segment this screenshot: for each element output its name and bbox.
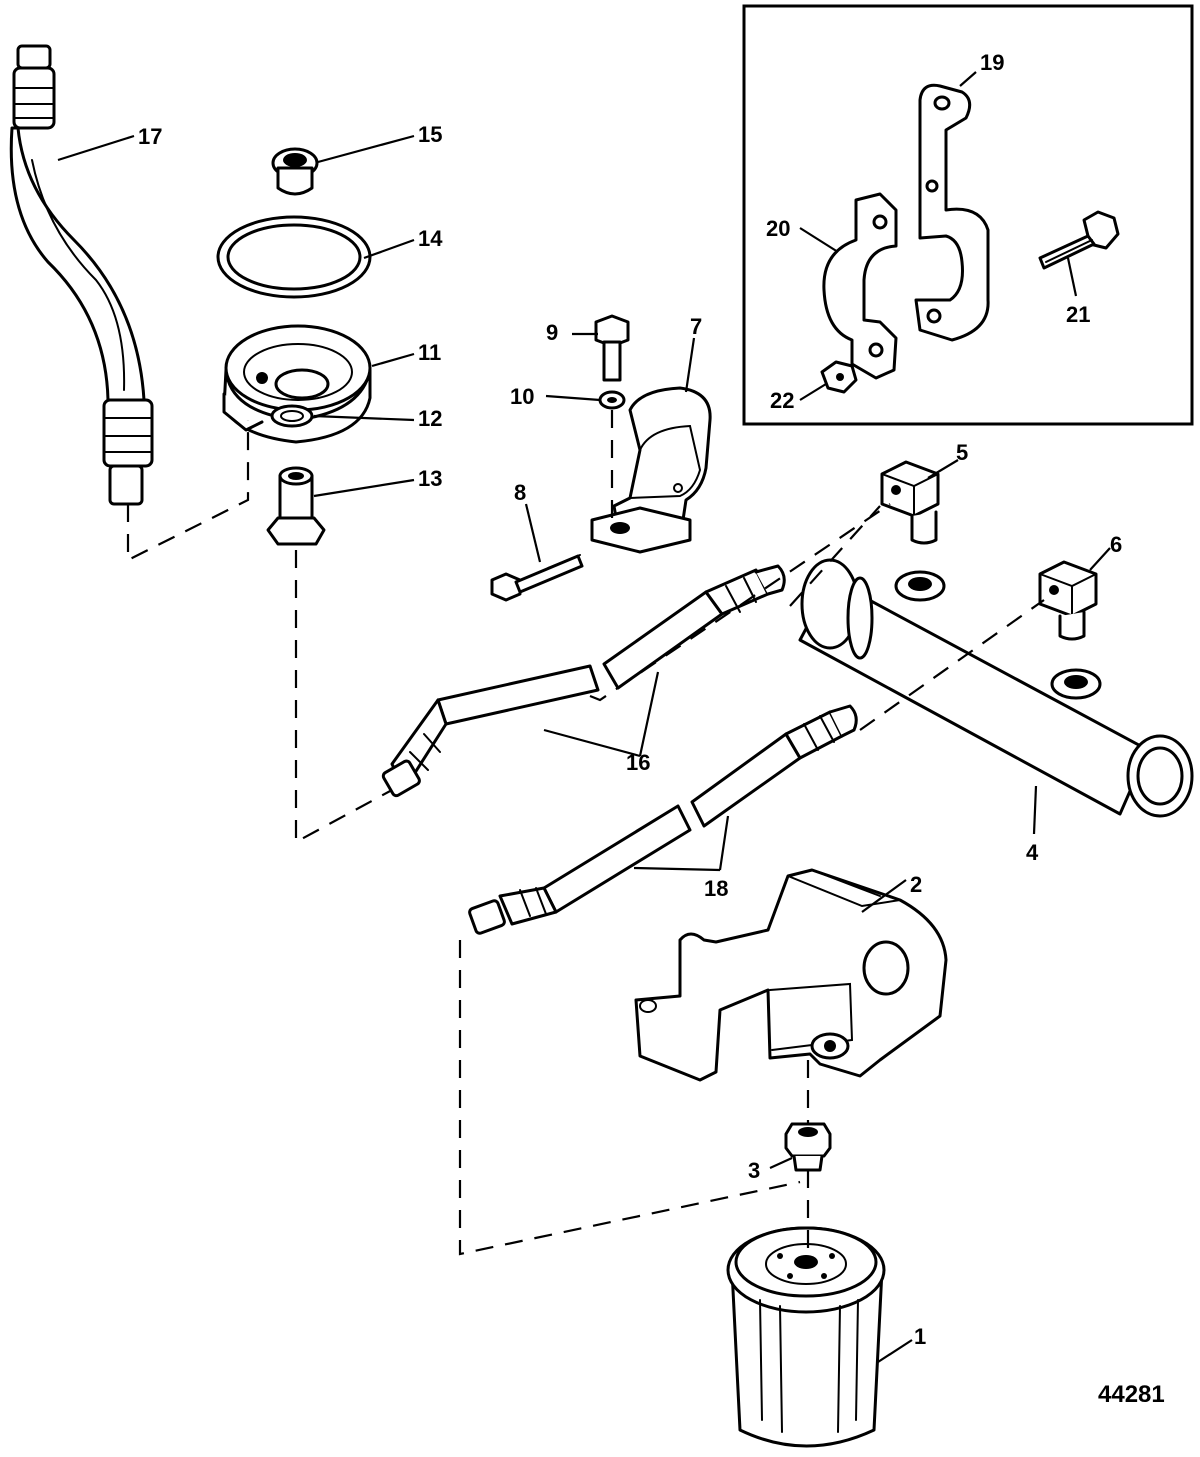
callout-7: 7 bbox=[690, 314, 702, 339]
callout-1: 1 bbox=[914, 1324, 926, 1349]
callout-8: 8 bbox=[514, 480, 526, 505]
callout-22: 22 bbox=[770, 388, 794, 413]
callout-9: 9 bbox=[546, 320, 558, 345]
callout-20: 20 bbox=[766, 216, 790, 241]
part-19-bracket-strap bbox=[914, 83, 990, 342]
callout-2: 2 bbox=[910, 872, 922, 897]
callout-21: 21 bbox=[1066, 302, 1090, 327]
callout-4: 4 bbox=[1026, 840, 1039, 865]
callout-14: 14 bbox=[418, 226, 443, 251]
part-13-adapter-fitting bbox=[266, 466, 326, 546]
part-5-elbow-fitting bbox=[880, 460, 940, 545]
part-12-washer bbox=[270, 404, 314, 428]
part-9-bolt bbox=[594, 314, 630, 382]
callout-12: 12 bbox=[418, 406, 442, 431]
callout-18: 18 bbox=[704, 876, 728, 901]
callout-15: 15 bbox=[418, 122, 442, 147]
part-14-o-ring bbox=[216, 215, 372, 299]
part-11-filter-adapter bbox=[222, 324, 372, 444]
callout-labels: 1 2 3 4 5 6 7 8 9 10 11 12 13 14 15 16 1… bbox=[138, 50, 1122, 1349]
part-22-nut bbox=[820, 360, 858, 394]
part-17-oil-hose bbox=[9, 44, 154, 506]
leader-lines bbox=[57, 71, 1111, 1363]
callout-13: 13 bbox=[418, 466, 442, 491]
callout-17: 17 bbox=[138, 124, 162, 149]
part-16-upper-hose bbox=[381, 564, 786, 798]
callout-16: 16 bbox=[626, 750, 650, 775]
callout-19: 19 bbox=[980, 50, 1004, 75]
part-10-lock-washer bbox=[598, 390, 626, 410]
callout-3: 3 bbox=[748, 1158, 760, 1183]
alignment-dashes bbox=[126, 410, 1045, 1260]
part-4-oil-cooler bbox=[798, 558, 1194, 818]
callout-6: 6 bbox=[1110, 532, 1122, 557]
callout-11: 11 bbox=[418, 340, 441, 365]
part-18-lower-hose bbox=[468, 704, 858, 935]
callout-10: 10 bbox=[510, 384, 534, 409]
part-1-oil-filter bbox=[726, 1226, 886, 1448]
part-15-plug bbox=[271, 147, 319, 196]
part-7-clamp bbox=[590, 386, 712, 554]
figure-number: 44281 bbox=[1098, 1381, 1165, 1408]
part-8-bolt bbox=[490, 554, 584, 602]
part-3-plug bbox=[784, 1122, 832, 1172]
part-2-filter-mount bbox=[634, 868, 948, 1082]
part-21-bolt bbox=[1038, 210, 1120, 270]
inset-frame bbox=[742, 4, 1194, 426]
callout-5: 5 bbox=[956, 440, 968, 465]
part-20-clamp-half bbox=[822, 192, 898, 380]
part-6-elbow-fitting bbox=[1038, 560, 1098, 641]
